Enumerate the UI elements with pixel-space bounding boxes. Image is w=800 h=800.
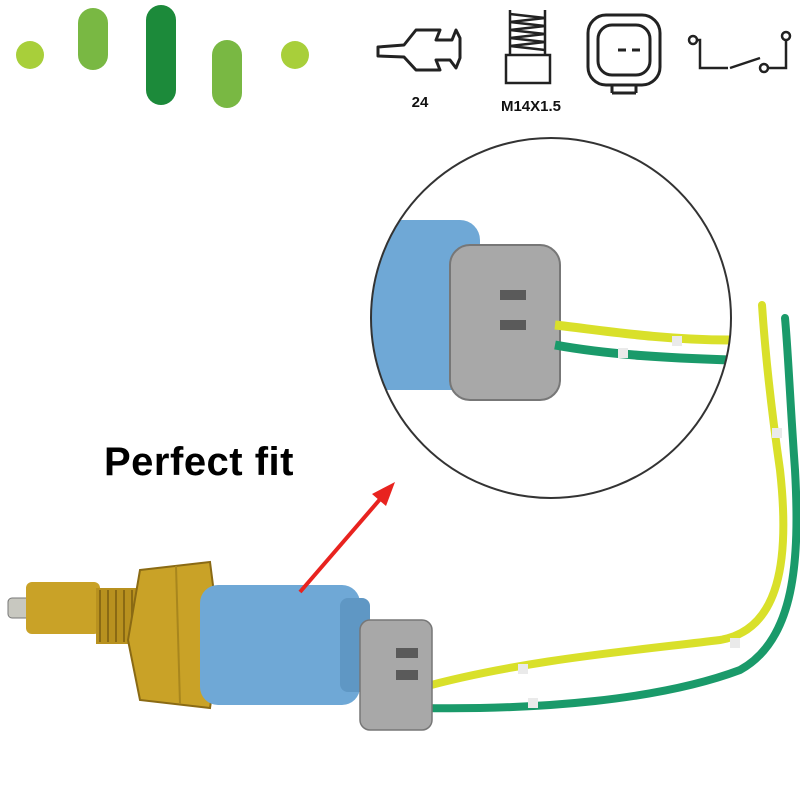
wrench-size-label: 24 <box>411 94 429 111</box>
logo-bar-3 <box>212 40 242 108</box>
connector-closeup <box>370 137 732 499</box>
logo-bar-2 <box>146 5 176 105</box>
wire-yellow <box>416 301 788 692</box>
wire-tag <box>772 428 782 438</box>
sensor-blue-housing <box>200 585 360 705</box>
callout-arrow <box>298 488 390 594</box>
thread-size-label: M14X1.5 <box>500 98 562 115</box>
logo-dot-left <box>16 41 44 69</box>
logo-dot-right <box>281 41 309 69</box>
wire-tag <box>730 638 740 648</box>
sensor-hex-nut <box>126 560 222 710</box>
headline: Perfect fit <box>104 440 294 484</box>
sensor-brass-body <box>26 582 100 634</box>
logo-bar-1 <box>78 8 108 70</box>
wire-tag <box>518 664 528 674</box>
wire-green <box>416 314 800 713</box>
wire-tag <box>528 698 538 708</box>
green-bars-logo <box>16 5 309 108</box>
